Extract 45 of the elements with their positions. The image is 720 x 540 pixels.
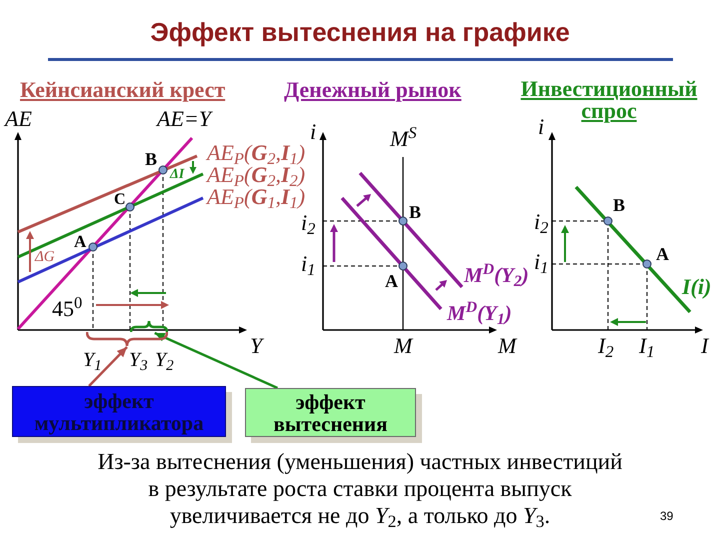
tick-label: i$_{1}$	[534, 251, 548, 273]
tick-label: I$_{1}$	[639, 335, 655, 357]
tick-label: i$_{2}$	[301, 212, 316, 234]
change-label: ΔI	[170, 168, 184, 182]
point-label: A	[74, 233, 86, 250]
callout-text: эффект вытеснения	[272, 390, 388, 434]
page-number: 39	[660, 510, 674, 522]
point-label: A	[656, 245, 669, 263]
axis-label: M	[498, 335, 516, 357]
point-label: A	[385, 272, 398, 290]
tick-label: Y$_{3}$	[129, 350, 148, 370]
point-label: B	[145, 150, 158, 168]
tick-label: I$_{2}$	[598, 335, 614, 357]
axis-label: I	[701, 335, 708, 357]
curve-label: I(i)	[682, 276, 712, 298]
curve-label: AE=Y	[157, 108, 211, 130]
curly-brace	[130, 320, 168, 333]
point-label: C	[114, 192, 126, 208]
section-heading: Денежный рынок	[284, 78, 462, 102]
curve-label: M$^{S}$	[390, 128, 417, 150]
axis-label: AE	[5, 108, 32, 130]
callout-text: эффект мультипликатора	[33, 390, 205, 434]
slide-title: Эффект вытеснения на графике	[150, 17, 570, 47]
tick-label: i$_{2}$	[534, 211, 548, 233]
change-label: ΔG	[35, 250, 55, 265]
axis-label: i	[310, 121, 316, 143]
curly-brace	[86, 331, 168, 347]
point-label: B	[613, 196, 626, 214]
leader-arrow	[154, 332, 278, 390]
tick-label: i$_{1}$	[301, 253, 316, 275]
curve-label: AE$_{P}$(G$_{2}$,I$_{2}$)	[207, 164, 306, 186]
tick-label: M	[394, 335, 412, 357]
tick-label: Y$_{2}$	[155, 350, 174, 370]
point-label: B	[409, 203, 422, 221]
note-text: Из-за вытеснения (уменьшения) частных инвестиций в результате роста ставки процента выпуск увеличивается не до Y$_{2}$, а только до Y$_{3}$.	[96, 448, 624, 529]
tick-label: Y$_{1}$	[83, 350, 102, 370]
leader-arrow	[88, 346, 128, 387]
curve-label: AE$_{P}$(G$_{2}$,I$_{1}$)	[207, 142, 306, 164]
axis-label: i	[538, 116, 544, 138]
curve-label: M$^{D}$(Y$_{2}$)	[464, 265, 529, 286]
axis-label: Y	[250, 335, 262, 357]
curve-label: AE$_{P}$(G$_{1}$,I$_{1}$)	[207, 186, 306, 208]
angle-label: 45$^{0}$	[52, 298, 82, 320]
curve-label: M$^{D}$(Y$_{1}$)	[447, 303, 512, 324]
section-heading: Кейнсианский крест	[20, 78, 226, 102]
